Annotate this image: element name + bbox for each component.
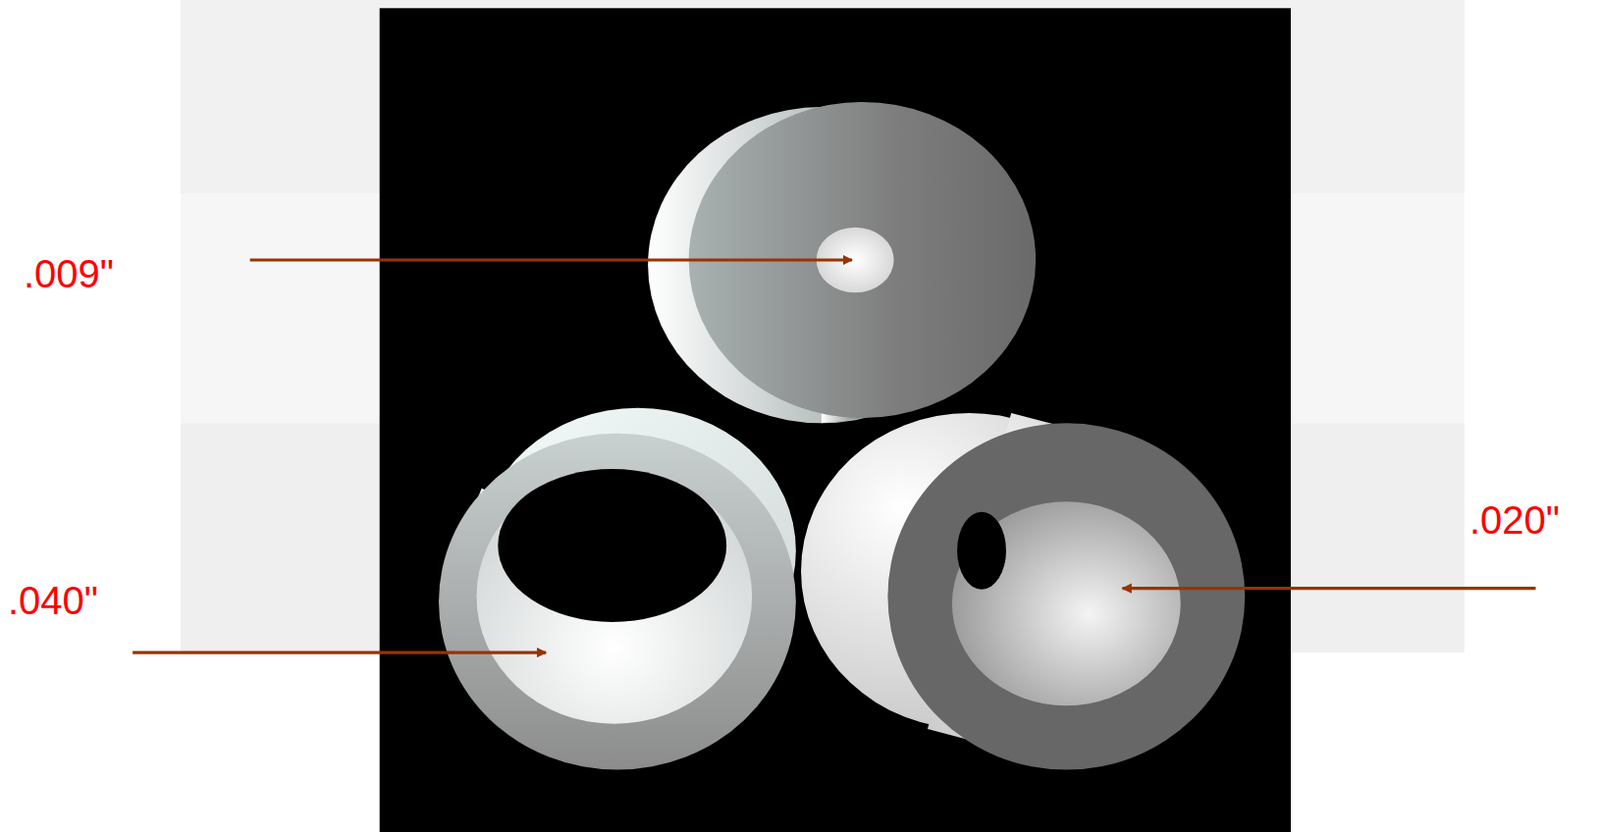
leader-arrow: [1121, 586, 1536, 590]
dimension-label: .020": [1469, 496, 1560, 544]
dimension-label: .009": [23, 250, 114, 298]
dimension-label: .040": [7, 577, 99, 625]
leader-arrow: [132, 651, 546, 655]
leader-arrow: [250, 258, 853, 262]
